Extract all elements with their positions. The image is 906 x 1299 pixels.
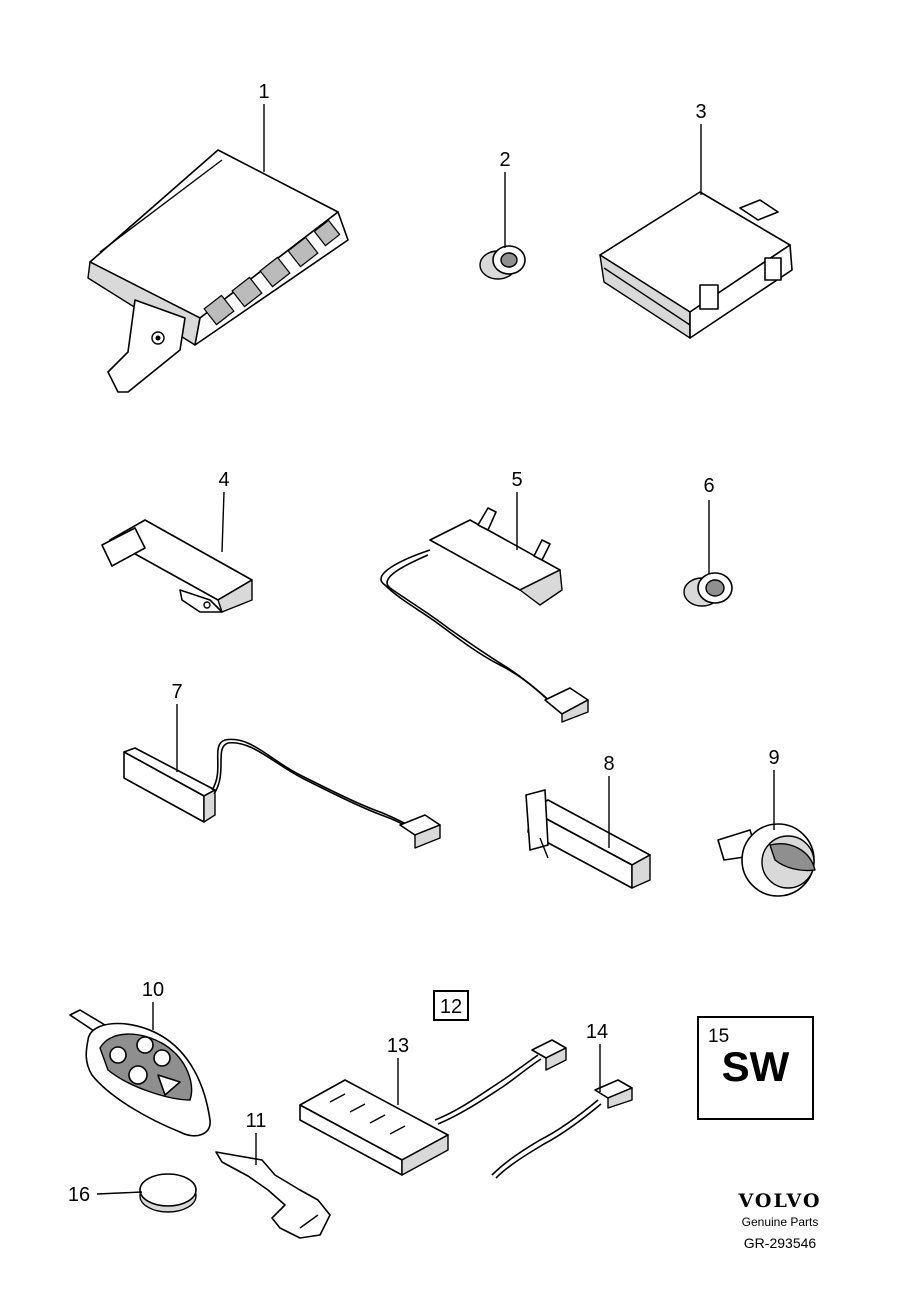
control-module-icon — [87, 149, 349, 393]
remote-key-fob-icon — [69, 1009, 211, 1137]
key-slot-reader-icon — [525, 789, 651, 889]
brand-block: VOLVO Genuine Parts GR-293546 — [725, 1190, 835, 1251]
callout-9: 9 — [768, 747, 779, 769]
antenna-with-cable-icon — [299, 1039, 567, 1176]
callout-3: 3 — [695, 101, 706, 123]
sw-box-number: 15 — [708, 1026, 730, 1047]
callout-5: 5 — [511, 469, 522, 491]
antenna-with-cable-icon — [380, 507, 589, 723]
callout-13: 13 — [387, 1035, 409, 1057]
antenna-with-cable-icon — [123, 738, 441, 849]
callout-1: 1 — [258, 81, 269, 103]
brand-subtitle: Genuine Parts — [741, 1215, 819, 1229]
callout-14: 14 — [586, 1021, 608, 1043]
grommet-icon — [683, 572, 733, 607]
callout-16: 16 — [68, 1184, 90, 1206]
callout-8: 8 — [603, 753, 614, 775]
antenna-sensor-icon — [101, 519, 253, 613]
grommet-icon — [479, 245, 526, 280]
callout-4: 4 — [218, 469, 229, 491]
volvo-logo: VOLVO — [738, 1190, 822, 1212]
coin-battery-icon — [139, 1173, 197, 1213]
leader-lines — [96, 104, 775, 1195]
callout-10: 10 — [142, 979, 164, 1001]
callout-6: 6 — [703, 475, 714, 497]
ignition-switch-icon — [717, 823, 816, 897]
sw-box-text: SW — [721, 1043, 790, 1090]
sw-box — [697, 1016, 814, 1120]
callout-7: 7 — [171, 681, 182, 703]
module-box-icon — [599, 191, 793, 339]
callout-12: 12 — [440, 996, 462, 1018]
cable-connector-icon — [491, 1079, 633, 1179]
emergency-key-blade-icon — [215, 1151, 331, 1239]
callout-labels: 1 2 3 4 5 6 7 8 9 10 11 12 13 14 16 — [68, 81, 780, 1206]
diagram-code: GR-293546 — [743, 1235, 817, 1251]
callout-2: 2 — [499, 149, 510, 171]
callout-11: 11 — [246, 1110, 267, 1132]
callout-box-12 — [433, 990, 469, 1021]
